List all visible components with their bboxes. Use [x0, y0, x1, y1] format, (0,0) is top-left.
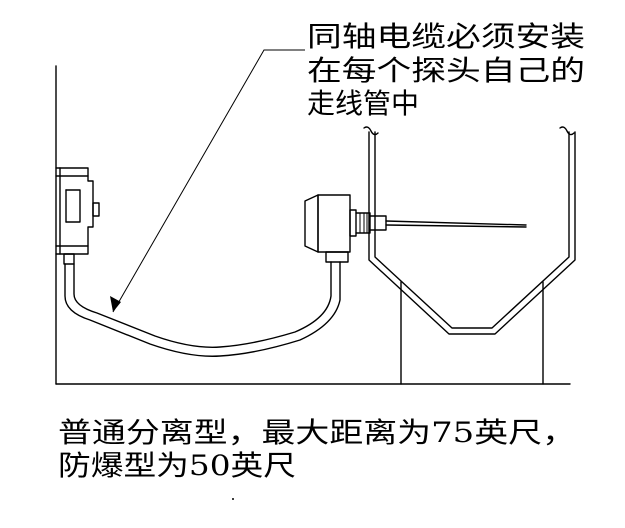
- wall: [55, 65, 571, 385]
- installation-note: 同轴电缆必须安装 在每个探头自己的 走线管中: [307, 20, 585, 120]
- electronics-housing: [55, 167, 100, 265]
- coaxial-cable: [64, 261, 341, 357]
- note-line-1: 同轴电缆必须安装: [307, 20, 585, 53]
- caption-line-2: 防爆型为50英尺: [58, 449, 296, 482]
- hopper: [363, 126, 576, 385]
- stray-dot: [232, 498, 234, 500]
- callout-arrow: [110, 49, 305, 313]
- caption-line-1: 普通分离型，最大距离为75英尺，: [58, 416, 576, 449]
- note-line-3: 走线管中: [307, 87, 419, 120]
- note-line-2: 在每个探头自己的: [307, 54, 585, 87]
- probe-head: [304, 194, 387, 263]
- probe-rod: [385, 220, 527, 228]
- distance-caption: 普通分离型，最大距离为75英尺， 防爆型为50英尺: [58, 416, 576, 482]
